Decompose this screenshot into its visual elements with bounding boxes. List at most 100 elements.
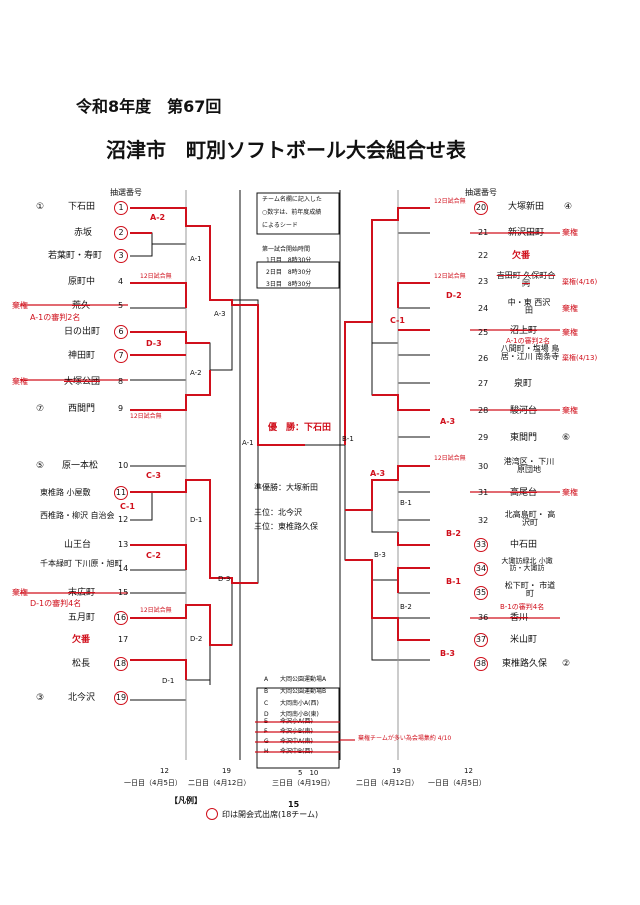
draw-number: 38 [474,657,488,671]
match-label: A-3 [370,469,386,478]
forfeit-mark: 棄権 [562,228,578,237]
team-name: 日の出町 [64,327,101,337]
no-game-note: 12日試合無 [434,198,466,205]
match-label: D-1 [190,516,203,524]
draw-number: 18 [114,657,128,671]
third-place: 三位：東椎路久保 [254,522,318,531]
draw-number: 15 [118,588,129,597]
note: D-1の審判4名 [30,599,82,608]
draw-number: 1 [114,201,128,215]
day-label: 二日目（4月12日） [356,779,419,787]
draw-number: 35 [474,586,488,600]
start-time: 3日目 8時30分 [266,281,312,288]
note: A-1の審判2名 [506,337,551,345]
venue-code: H [264,748,269,755]
venue-name: 大岡公園運動場A [280,676,327,683]
match-label: A-1 [190,255,202,263]
team-name: 大塚新田 [508,202,545,212]
match-label: C-1 [120,502,135,511]
team-name: 新沢田町 [508,228,545,238]
forfeit-mark: 棄権 [12,588,28,597]
team-name: 東椎路 小屋敷 [40,488,91,497]
no-game-note: 12日試合無 [140,607,172,614]
title-line2: 沼津市 町別ソフトボール大会組合せ表 [106,138,466,162]
draw-number: 13 [118,540,129,549]
rule-text: チーム名欄に記入した [262,196,322,203]
draw-number: 3 [114,249,128,263]
team-name: 西椎路・柳沢 自治会 [40,511,115,520]
team-name: 原一本松 [62,461,99,471]
no-game-note: 12日試合無 [140,273,172,280]
team-name: 松下町・ 市道町 [504,581,556,598]
day-number: 19 [222,767,231,775]
draw-number: 8 [118,377,124,386]
venue-name: 大岡南小B(東) [280,711,319,718]
day-number: 12 [464,767,473,775]
team-name: 沼上町 [510,326,538,336]
team-name: 東間門 [510,433,538,443]
team-name: 欠番 [512,251,531,261]
note: A-1の審判2名 [30,313,81,322]
venue-name: 今沢中A(東) [280,738,313,745]
match-label: D-3 [146,339,162,348]
draw-number: 2 [114,226,128,240]
day-number: 5 10 [298,769,319,777]
draw-number: 22 [478,251,489,260]
match-label: C-3 [146,471,161,480]
seed: ⑥ [562,433,571,443]
day-label: 二日目（4月12日） [188,779,251,787]
draw-number: 6 [114,325,128,339]
champion: 優 勝：下石田 [268,423,332,433]
match-label: B-1 [400,499,412,507]
forfeit-mark: 棄権 [12,377,28,386]
draw-number: 16 [114,611,128,625]
rule-text: ○数字は、前年度成績 [262,209,322,216]
start-time: 2日目 8時30分 [266,269,312,276]
third-place: 三位：北今沢 [254,508,302,517]
forfeit-mark: 棄権 [562,304,578,313]
seed: ② [562,659,571,669]
team-name: 松長 [72,659,91,669]
draw-number: 32 [478,516,489,525]
draw-number: 17 [118,635,129,644]
team-name: 中石田 [510,540,538,550]
venue-name: 今沢小A(西) [280,718,313,725]
match-label: B-3 [440,649,455,658]
venue-name: 大岡南小A(西) [280,700,319,707]
lottery-label-right: 抽選番号 [465,188,497,197]
legend-title: 【凡例】 [170,796,202,805]
team-name: 東椎路久保 [502,659,548,669]
team-name: 神田町 [68,351,96,361]
draw-number: 24 [478,304,489,313]
match-label: A-2 [150,213,166,222]
day-label: 三日目（4月19日） [272,779,335,787]
seed: ⑦ [36,404,45,414]
draw-number: 29 [478,433,489,442]
match-label: C-1 [390,316,405,325]
team-name: 欠番 [72,635,91,645]
draw-number: 30 [478,462,489,471]
team-name: 八間町・塩場 鳥居・江川 南条寺 [500,344,560,361]
forfeit-mark: 棄権 [562,488,578,497]
venue-code: D [264,711,269,718]
match-label: C-2 [146,551,161,560]
venue-note: 棄権チームが多い為会場集約 4/10 [358,735,452,742]
match-label: B-1 [446,577,461,586]
forfeit-mark: 棄権 [562,328,578,337]
draw-number: 20 [474,201,488,215]
match-label: A-3 [214,310,226,318]
team-name: 港湾区・ 下川原団地 [503,457,555,474]
venue-code: G [264,738,269,745]
team-name: 原町中 [68,277,96,287]
seed: ① [36,202,45,212]
team-name: 大塚公団 [64,377,101,387]
team-name: 吉田町 久保町合同 [496,271,556,288]
start-title: 第一試合開始時間 [262,246,311,253]
draw-number: 23 [478,277,489,286]
seed: ④ [564,202,573,212]
note: B-1の審判4名 [500,603,545,611]
team-name: 駿河台 [510,406,538,416]
venue-code: B [264,688,269,695]
